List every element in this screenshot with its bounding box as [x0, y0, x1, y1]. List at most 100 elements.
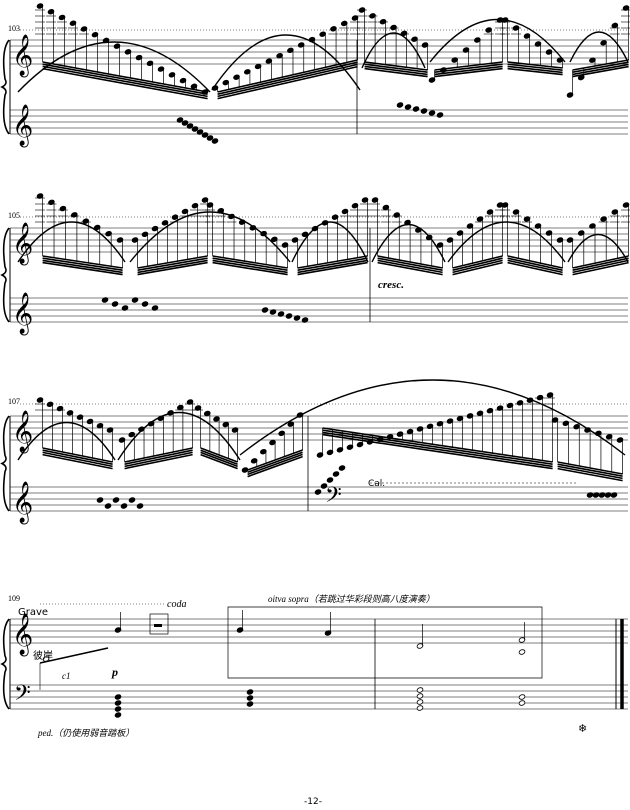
system2-run3-note: [270, 236, 278, 242]
system2-bass-note: [285, 313, 293, 319]
system2-run6-note: [456, 230, 464, 236]
system3-bass-note: [598, 492, 606, 498]
system2-run6-beam: [452, 255, 503, 269]
system3-run2-beam: [124, 447, 193, 463]
system2-run4-note: [291, 237, 299, 243]
system1-run1-note: [113, 43, 121, 49]
system3-run4-note: [250, 458, 258, 464]
system4-bass-chord-note: [114, 712, 122, 718]
system3-run3-note: [213, 416, 220, 422]
system1-run2-note: [265, 58, 273, 64]
system3-run1-note: [46, 401, 54, 407]
measure-number-105: 105: [8, 211, 20, 220]
system1-run4-beam: [434, 61, 503, 71]
measure-number-109: 109: [8, 594, 20, 603]
system1-run2-note: [351, 15, 359, 21]
system1-run3-beam: [364, 67, 428, 78]
system2-run3-beam: [212, 259, 288, 274]
system3-run5-beam: [322, 429, 553, 465]
system3-run4-note: [260, 448, 267, 455]
system3-run5-note: [456, 415, 464, 422]
system1-bass-note: [201, 132, 209, 138]
system2-run8-note: [589, 223, 596, 229]
system3-run5-note: [436, 420, 444, 427]
system3-bass-note: [120, 503, 128, 509]
system3-run1-beam: [42, 451, 113, 468]
system2-run6-note: [476, 216, 484, 222]
system3-run5-note: [546, 392, 554, 398]
system1-run2-beam: [217, 65, 358, 100]
system1-run4-beam: [434, 65, 503, 76]
system3-bass-note: [586, 492, 594, 498]
system4-chord-note: [518, 649, 526, 655]
system3-run5-note: [486, 407, 494, 414]
system2-run8-note: [600, 216, 607, 222]
system3-bass-note: [136, 503, 144, 509]
system3-bass-staff-treble-clef: 𝄞: [12, 481, 33, 524]
system1-bass-note: [206, 135, 214, 141]
cal-marking: Cal.: [368, 479, 386, 489]
system2-run1-beam: [42, 255, 123, 269]
system1-run6-note: [600, 40, 607, 46]
system2-run8-beam: [572, 261, 629, 276]
system2-run2-note: [181, 208, 189, 215]
system1-run3-note: [379, 18, 387, 25]
system4-coda-box: [149, 613, 169, 635]
system2-run2-beam: [137, 261, 208, 276]
system1-run1-note: [157, 66, 165, 72]
system3-run5-note: [476, 410, 484, 416]
system3-run6-note: [605, 433, 613, 440]
system3-run1-beam: [42, 447, 113, 463]
c1-label: c1: [62, 671, 71, 681]
system3-run4-beam: [247, 449, 303, 471]
system1-run2-beam: [217, 61, 358, 95]
system4-bass-chord-note: [518, 700, 526, 706]
system1-slur3: [361, 32, 426, 69]
system1-run6-note: [589, 57, 596, 63]
system2-slur4: [371, 223, 446, 263]
system3-bass-note: [314, 489, 322, 495]
system1-bass-note: [396, 102, 404, 108]
system3-bass-note: [128, 497, 136, 503]
system1-run2-note: [243, 69, 251, 75]
system3-bass-note: [338, 465, 346, 471]
system1-run1-note: [135, 54, 143, 61]
system1-treble-clef: 𝄞: [12, 34, 33, 77]
system1-run4-note: [474, 37, 481, 43]
system2-run8-beam: [572, 255, 629, 269]
system3-run2-beam: [124, 453, 193, 470]
system4-brace: [0, 618, 10, 710]
system2-slur6: [567, 234, 629, 263]
system1-run3-note: [390, 24, 397, 31]
system3-run1-beam: [42, 453, 113, 470]
system2-run7-note: [556, 237, 564, 243]
system4-bass-chord-note: [416, 693, 424, 699]
system1-brace: [0, 39, 10, 135]
system3-run4-beam: [247, 455, 303, 478]
system1-run1-note: [80, 26, 88, 32]
system3-bass-note: [326, 477, 334, 483]
system2-run2-note: [201, 197, 209, 203]
system3-bass-note: [320, 483, 328, 489]
system3-run1-note: [36, 397, 44, 403]
system3-run2-note: [128, 431, 136, 438]
system2-run3-beam: [212, 255, 288, 269]
system1-bass-note: [176, 117, 184, 123]
system3-run5-note: [466, 413, 474, 419]
system3-run5-note: [506, 402, 514, 409]
system2-run2-note: [141, 231, 149, 237]
system3-run1-note: [96, 423, 104, 429]
system2-run2-beam: [137, 255, 208, 269]
system2-run5-beam: [377, 261, 443, 276]
system4-treble-clef: 𝄞: [12, 613, 33, 656]
system1-run2-note: [222, 79, 230, 86]
system2-run2-beam: [137, 257, 208, 271]
system2-run1-note: [105, 231, 112, 237]
system3-run4-note: [278, 430, 285, 437]
system1-run6-beam: [572, 59, 629, 71]
system3-run6-note: [551, 417, 559, 423]
system3-bass-note: [112, 497, 120, 503]
system3-run6-beam: [557, 465, 623, 480]
system2-run5-note: [436, 242, 444, 248]
system1-run2-note: [340, 20, 348, 27]
